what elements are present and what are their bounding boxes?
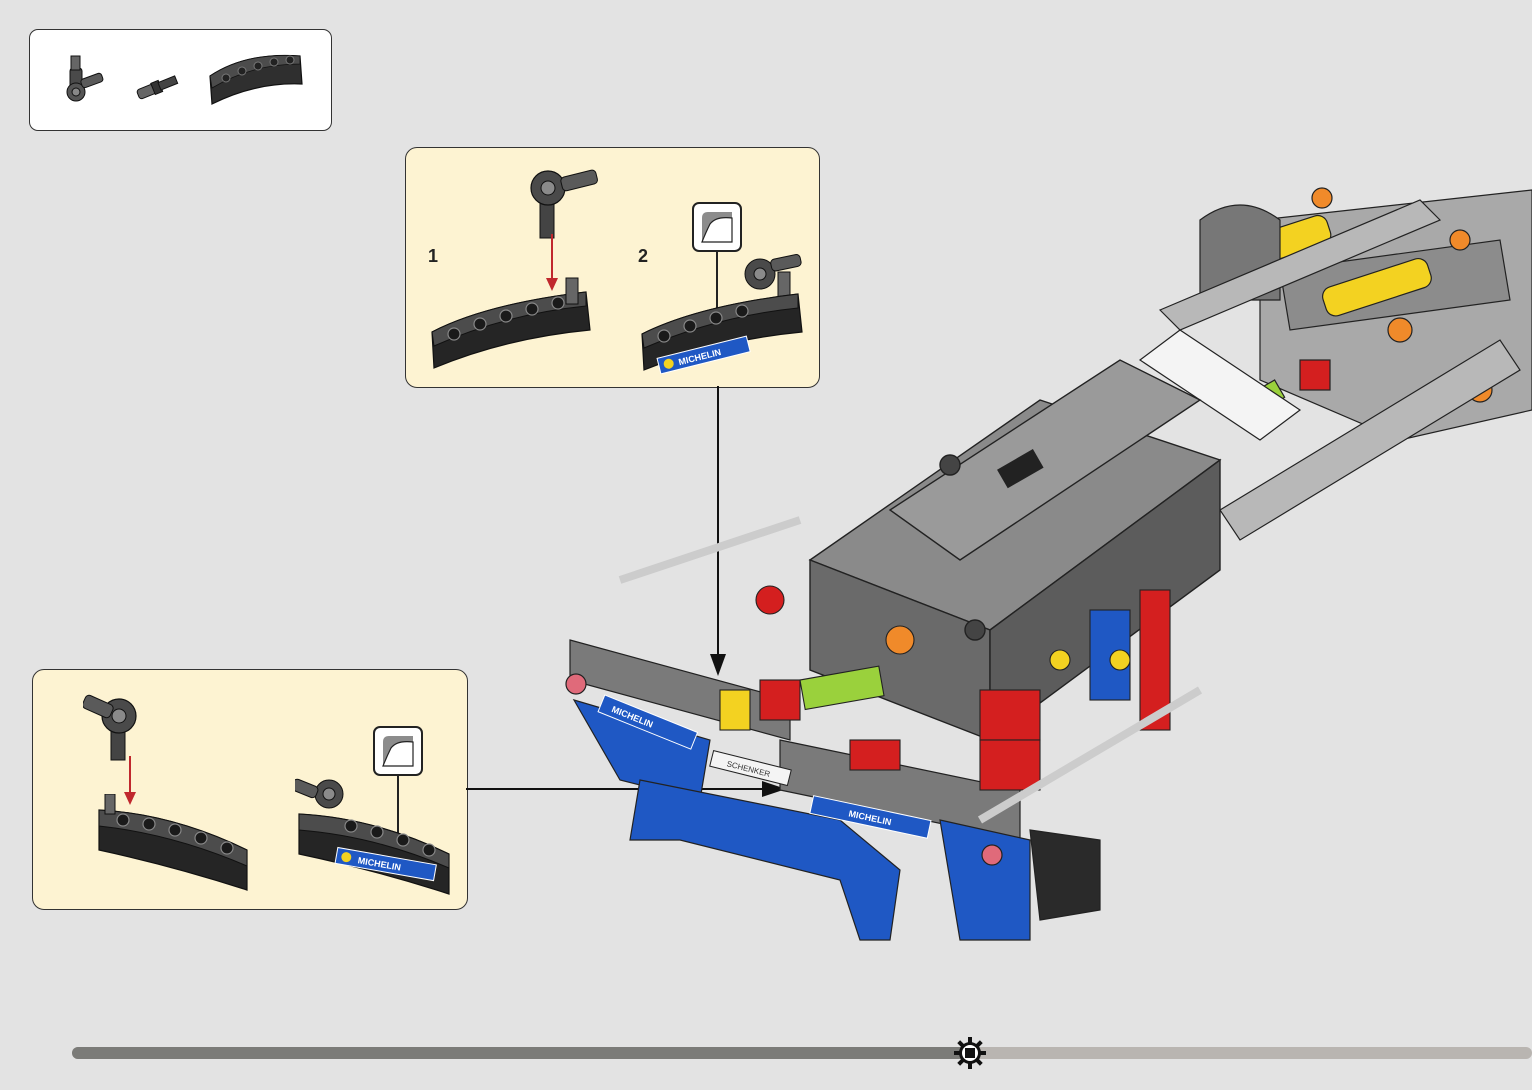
sticker-icon bbox=[373, 726, 423, 776]
center-sticker: SCHENKER bbox=[710, 751, 791, 786]
gear-icon bbox=[952, 1035, 988, 1071]
pin-with-axle-icon bbox=[133, 70, 183, 105]
axle-pin-connector-icon bbox=[83, 684, 163, 766]
curved-liftarm-icon: MICHELIN bbox=[295, 774, 455, 898]
axle-pin-connector-icon bbox=[58, 52, 108, 107]
substep-number-1: 1 bbox=[428, 246, 438, 267]
model-chassis-illustration: MICHELIN MICHELIN SCHENKER bbox=[560, 180, 1532, 950]
sub-assembly-callout-bottom: MICHELIN bbox=[32, 669, 468, 910]
progress-fill bbox=[72, 1047, 970, 1059]
curved-liftarm-icon bbox=[93, 794, 253, 894]
parts-list-box bbox=[29, 29, 332, 131]
progress-bar bbox=[72, 1047, 1532, 1059]
curved-liftarm-icon bbox=[206, 46, 306, 106]
